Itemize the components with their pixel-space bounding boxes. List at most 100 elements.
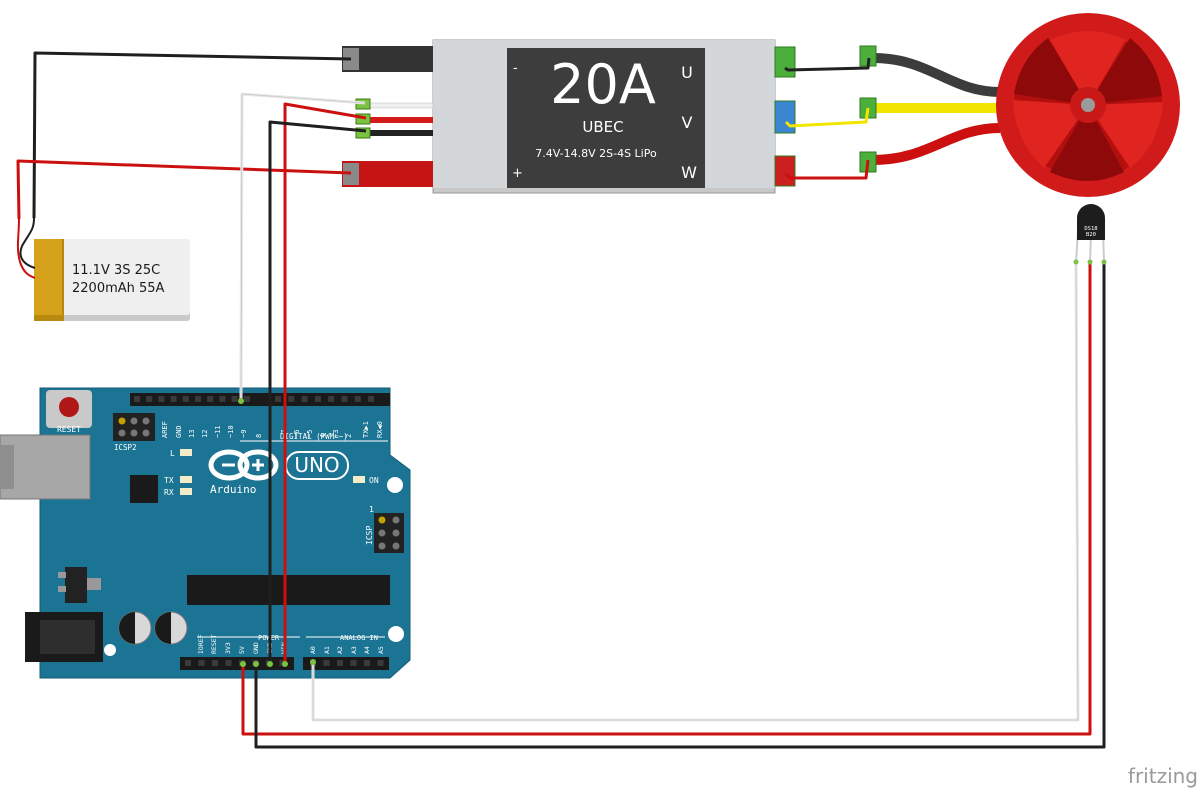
wire-phase-v [784,107,870,128]
brushless-motor [859,13,1180,197]
esc-red-lead-tip [343,163,359,185]
icsp2-label: ICSP2 [114,443,137,452]
usb-connector [0,434,91,500]
esc-rating-label: 20A [550,53,656,116]
usb-chip [130,475,158,503]
wire-battery-positive [16,159,352,220]
led-on-label: ON [369,476,379,485]
sensor-label-line1: DS18 [1084,226,1097,232]
digital-pin-label: GND [175,425,183,438]
digital-pin-row [134,396,375,402]
esc-terminal-u [774,46,796,78]
esc-terminal-v [774,100,796,134]
voltage-regulator [65,567,87,603]
header-pin [219,396,226,402]
esc-phase-v-label: V [682,113,693,132]
battery-label-line1: 11.1V 3S 25C [72,263,160,278]
header-pin [195,396,201,402]
header-pin [288,396,295,402]
header-pin [328,396,335,402]
led-rx-label: RX [164,488,174,497]
esc-signal-lead-white [367,102,434,109]
esc-plus-label: + [512,166,523,181]
header-pin [207,396,214,402]
power-pin-label: GND [252,642,260,654]
analog-header-label: ANALOG IN [340,634,378,642]
led-tx-label: TX [164,476,174,485]
header-pin [198,660,205,666]
header-pin [231,396,238,402]
digital-header-label: DIGITAL (PWM=~) [280,432,348,441]
led-l [180,449,192,456]
capacitor [118,611,152,645]
icsp-one-label: 1 [369,505,374,514]
header-pin [314,396,321,402]
header-pin [134,396,140,402]
led-rx [180,488,192,495]
digital-pin-label: ~11 [214,425,222,438]
arduino-logo-text: Arduino [210,483,256,496]
power-pin-label: IOREF [197,634,205,654]
wire-esc-gnd [268,120,367,664]
wire-battery-lead-black [19,217,36,269]
wire-sensor-data [311,261,1080,722]
esc-signal-lead-red [368,117,433,123]
esc-servo-connector [355,127,371,139]
analog-pin-label: A2 [336,646,344,654]
ds18b20-temperature-sensor: DS18 B20 [1075,204,1105,263]
motor-wire-red [872,123,1001,165]
mount-hole [104,644,116,656]
analog-pin-label: A5 [377,646,385,654]
wire-endpoints [238,259,1107,667]
digital-pin-label: AREF [161,421,169,438]
digital-pin-label: ~5 [306,430,314,438]
esc-phase-w-label: W [681,163,697,182]
wire-sensor-gnd [254,262,1106,749]
atmega-chip [187,575,390,605]
header-pin [182,396,189,402]
header-pin [225,660,232,666]
wire-sensor-data-outline [312,261,1079,721]
digital-header [130,393,390,406]
esc-ubec-label: UBEC [582,118,623,136]
header-pin [185,660,191,666]
digital-pin-label: 13 [188,430,196,438]
led-tx [180,476,192,483]
header-pin [354,396,361,402]
wire-phase-w [784,159,870,180]
wire-battery-negative [32,51,352,219]
mount-hole [387,477,403,493]
icsp-label: ICSP [365,526,374,545]
power-pin-label: 3V3 [224,642,232,654]
wire-esc-signal-outline [240,93,366,402]
motor-wire-black [872,53,1001,97]
esc-module: 20A UBEC 7.4V-14.8V 2S-4S LiPo - + U V W [432,39,776,194]
power-header [180,657,294,670]
digital-pin-label: ~6 [293,430,301,438]
digital-pin-label: 8 [255,434,263,438]
digital-pin-label: 4 [319,434,327,438]
capacitor [154,611,188,645]
analog-pin-label: A0 [309,646,317,654]
digital-pin-label: TX▶1 [362,421,370,438]
wire-esc-signal [239,92,366,402]
led-l-label: L [170,449,175,458]
digital-pin-label: ~3 [332,430,340,438]
header-pin [301,396,308,402]
icsp-header [374,513,404,553]
header-pin [341,396,348,402]
lipo-battery: 11.1V 3S 25C 2200mAh 55A [34,239,190,321]
fritzing-watermark: fritzing [1128,764,1198,788]
reset-button-cap[interactable] [59,397,79,417]
header-pin [368,396,375,402]
header-pin [243,396,250,402]
esc-minus-label: - [513,61,518,76]
wire-sensor-vcc [241,262,1092,736]
header-pin [364,660,370,666]
esc-signal-lead-black [368,130,433,136]
esc-spec-label: 7.4V-14.8V 2S-4S LiPo [535,147,657,160]
wires [16,51,1106,749]
wire-phase-u [784,57,871,72]
